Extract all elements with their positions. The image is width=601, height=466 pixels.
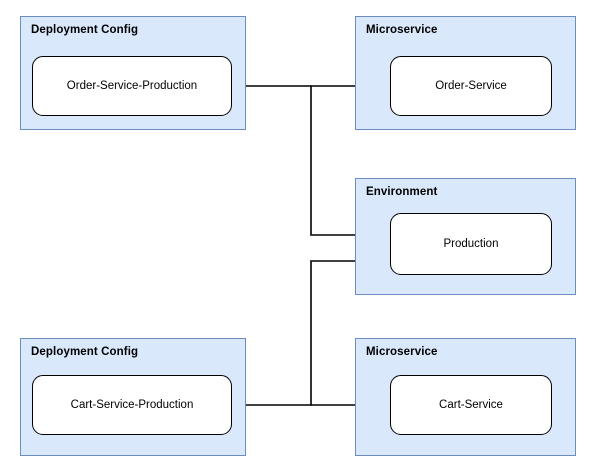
group-title-deployment-config-order: Deployment Config <box>31 24 139 36</box>
group-title-deployment-config-cart: Deployment Config <box>31 346 139 358</box>
node-label-cart-service: Cart-Service <box>439 399 503 411</box>
group-title-microservice-order: Microservice <box>366 24 438 36</box>
node-label-cart-service-production: Cart-Service-Production <box>70 399 194 411</box>
node-cart-service-production[interactable]: Cart-Service-Production <box>32 375 232 435</box>
node-label-order-service: Order-Service <box>435 80 507 92</box>
node-order-service-production[interactable]: Order-Service-Production <box>32 56 232 116</box>
node-label-order-service-production: Order-Service-Production <box>66 80 198 92</box>
node-production[interactable]: Production <box>390 213 552 275</box>
group-title-environment: Environment <box>366 186 438 198</box>
node-cart-service[interactable]: Cart-Service <box>390 375 552 435</box>
group-title-microservice-cart: Microservice <box>366 346 438 358</box>
node-label-production: Production <box>443 238 499 250</box>
node-order-service[interactable]: Order-Service <box>390 56 552 116</box>
